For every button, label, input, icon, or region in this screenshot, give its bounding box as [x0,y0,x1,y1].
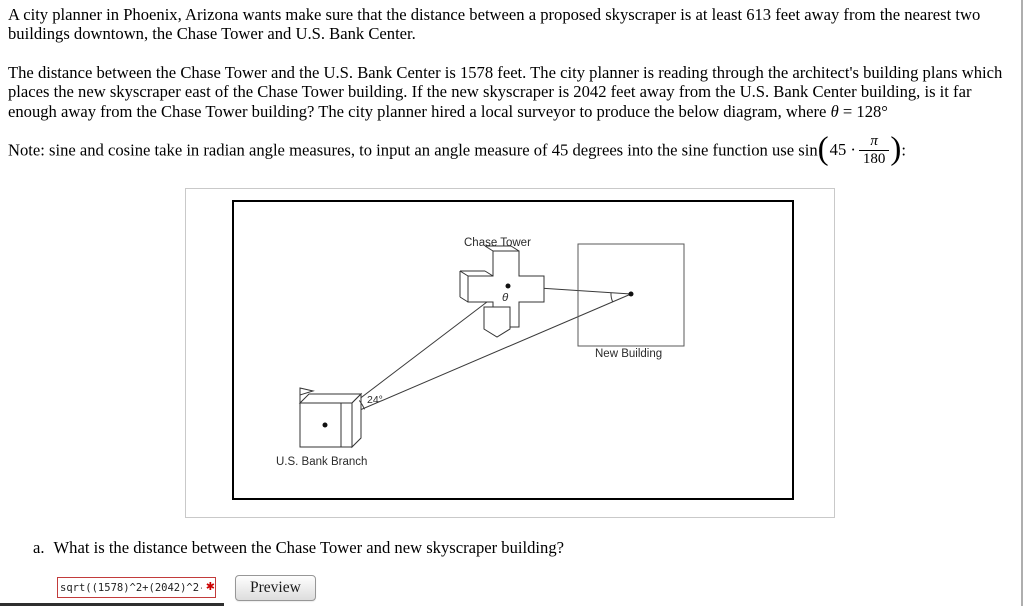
chase-vertex-dot [505,283,511,289]
question-a-text: What is the distance between the Chase T… [53,538,564,557]
close-paren: ) [890,130,902,167]
chase-tower-label: Chase Tower [464,237,531,249]
bank-angle-label: 24° [367,394,383,406]
note-argument: 45 · [829,140,856,160]
problem-statement: A city planner in Phoenix, Arizona wants… [8,5,1010,167]
page-right-border [1021,0,1023,606]
new-building-outline [577,243,685,347]
problem-paragraph-1: A city planner in Phoenix, Arizona wants… [8,5,981,44]
open-paren: ( [817,130,829,167]
note-text: Note: sine and cosine take in radian ang… [8,140,818,160]
us-bank-building [298,387,363,449]
new-building-vertex-dot [628,291,634,297]
note-line: Note: sine and cosine take in radian ang… [8,130,1010,167]
answer-field-wrap: ✱ [57,577,216,598]
chase-tower-building [459,245,545,338]
new-building-angle-arc [610,292,614,303]
new-building-label: New Building [595,348,662,360]
question-a-index: a. [33,538,45,557]
theta-equation: θ = 128° [830,101,888,121]
theta-label: θ [502,292,509,304]
us-bank-label: U.S. Bank Branch [276,456,367,468]
answer-input[interactable] [57,577,216,598]
page-bottom-divider [0,603,224,606]
bank-vertex-dot [322,422,328,428]
question-a: a. What is the distance between the Chase… [33,538,564,558]
surveyor-diagram: θ Chase Tower New Building 24° U.S. Bank… [232,200,794,500]
bank-angle-arc [358,400,366,410]
preview-button[interactable]: Preview [235,575,316,601]
diagram-frame: θ Chase Tower New Building 24° U.S. Bank… [185,188,835,518]
line-bank-to-new [324,293,632,426]
problem-paragraph-2: The distance between the Chase Tower and… [8,62,1003,121]
note-colon: : [901,140,907,160]
